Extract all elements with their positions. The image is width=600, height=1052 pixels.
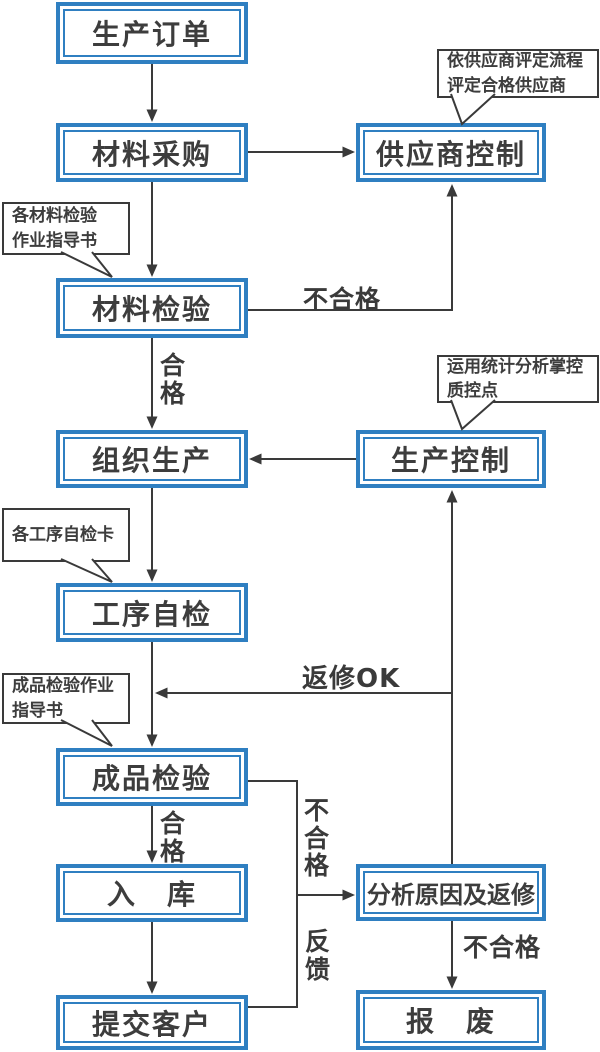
callout-tail-statistical-analysis xyxy=(450,399,496,431)
box-process-self-check-inner: 工序自检 xyxy=(63,590,241,635)
box-material-purchase: 材料采购 xyxy=(56,123,248,182)
box-scrap-label: 报 废 xyxy=(405,1005,496,1038)
callout-statistical-analysis: 运用统计分析掌控 质控点 xyxy=(437,355,599,403)
box-organize-production-label: 组织生产 xyxy=(91,444,212,477)
callout-material-inspection-instructions-text: 各材料检验 作业指导书 xyxy=(12,206,97,251)
callout-tail-material-instructions xyxy=(60,251,113,278)
box-organize-production-inner: 组织生产 xyxy=(63,437,241,481)
box-warehousing: 入 库 xyxy=(56,864,248,922)
box-analyze-repair: 分析原因及返修 xyxy=(356,864,546,921)
box-analyze-repair-label: 分析原因及返修 xyxy=(367,881,535,909)
box-process-self-check-label: 工序自检 xyxy=(91,597,212,631)
box-finished-inspection-label: 成品检验 xyxy=(91,762,212,795)
callout-statistical-analysis-text: 运用统计分析掌控 质控点 xyxy=(447,356,583,401)
box-material-purchase-inner: 材料采购 xyxy=(63,130,241,175)
connector-feedback-rail xyxy=(248,780,298,1008)
box-supplier-control: 供应商控制 xyxy=(356,123,546,182)
callout-tail-supplier-evaluation xyxy=(450,93,496,126)
box-production-order-inner: 生产订单 xyxy=(63,9,241,57)
box-production-control-label: 生产控制 xyxy=(390,444,511,477)
box-warehousing-label: 入 库 xyxy=(106,878,197,911)
label-repair-ok: 返修OK xyxy=(302,664,401,694)
box-material-inspection-label: 材料检验 xyxy=(91,293,212,326)
box-material-inspection-inner: 材料检验 xyxy=(63,285,241,331)
label-repair-unqualified: 不合格 xyxy=(463,933,542,962)
box-production-control-inner: 生产控制 xyxy=(363,437,539,481)
callout-self-check-card: 各工序自检卡 xyxy=(2,508,130,562)
box-submit-customer: 提交客户 xyxy=(56,995,248,1050)
callout-material-inspection-instructions: 各材料检验 作业指导书 xyxy=(2,202,130,255)
label-feedback: 反馈 xyxy=(304,927,330,984)
callout-tail-self-check-card xyxy=(60,558,113,583)
box-material-purchase-label: 材料采购 xyxy=(91,137,212,171)
callout-supplier-evaluation: 依供应商评定流程 评定合格供应商 xyxy=(437,49,599,98)
label-finished-qualified: 合格 xyxy=(159,809,185,866)
box-scrap: 报 废 xyxy=(356,990,546,1050)
box-warehousing-inner: 入 库 xyxy=(63,871,241,915)
box-finished-inspection-inner: 成品检验 xyxy=(63,755,241,799)
box-supplier-control-inner: 供应商控制 xyxy=(363,130,539,175)
label-material-unqualified: 不合格 xyxy=(303,285,382,314)
box-submit-customer-inner: 提交客户 xyxy=(63,1002,241,1043)
callout-supplier-evaluation-text: 依供应商评定流程 评定合格供应商 xyxy=(447,51,583,96)
label-material-qualified: 合格 xyxy=(159,351,185,408)
box-production-order-label: 生产订单 xyxy=(91,18,212,51)
callout-self-check-card-text: 各工序自检卡 xyxy=(12,524,114,545)
box-analyze-repair-inner: 分析原因及返修 xyxy=(363,871,539,914)
label-finished-unqualified: 不合格 xyxy=(303,796,329,880)
box-production-order: 生产订单 xyxy=(56,2,248,64)
box-organize-production: 组织生产 xyxy=(56,430,248,488)
box-supplier-control-label: 供应商控制 xyxy=(375,137,526,171)
box-scrap-inner: 报 废 xyxy=(363,997,539,1043)
callout-finished-inspection-instructions-text: 成品检验作业 指导书 xyxy=(12,676,114,721)
box-production-control: 生产控制 xyxy=(356,430,546,488)
box-submit-customer-label: 提交客户 xyxy=(91,1007,212,1041)
box-process-self-check: 工序自检 xyxy=(56,583,248,642)
box-finished-inspection: 成品检验 xyxy=(56,748,248,806)
callout-finished-inspection-instructions: 成品检验作业 指导书 xyxy=(2,673,130,724)
box-material-inspection: 材料检验 xyxy=(56,278,248,338)
